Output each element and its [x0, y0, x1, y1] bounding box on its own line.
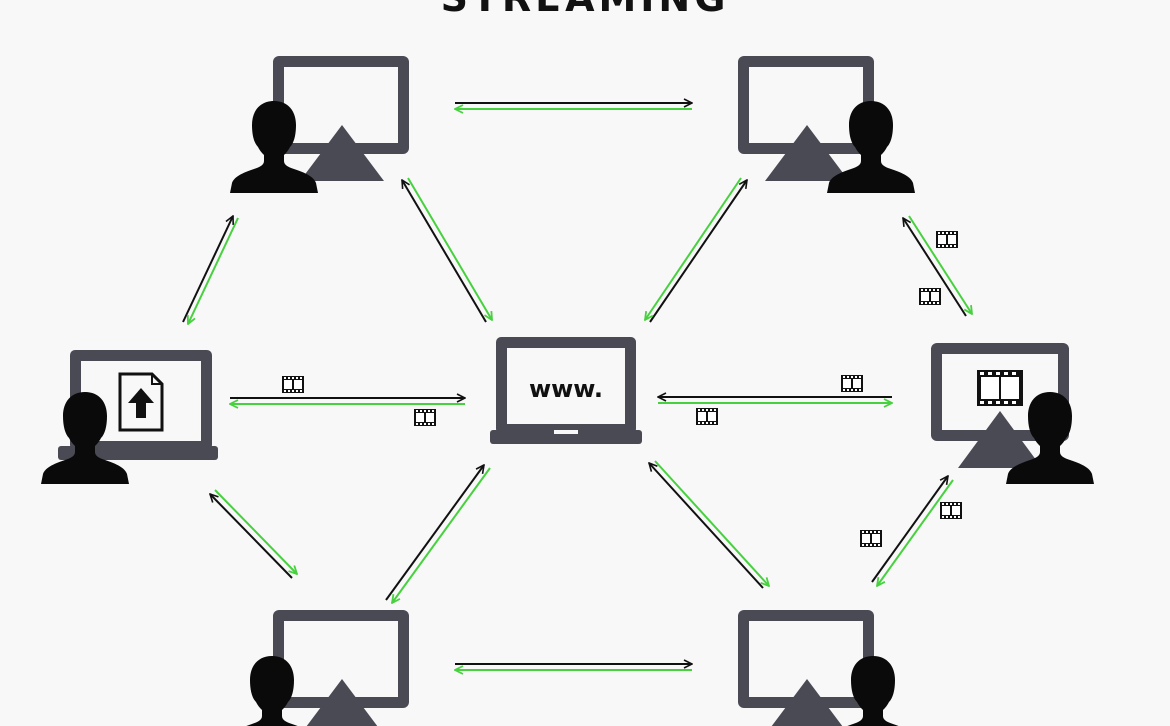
arrow-bottom-peers	[455, 664, 692, 670]
monitor-icon	[273, 610, 409, 708]
arrow-top-peers	[455, 103, 692, 109]
play-triangle-icon	[300, 125, 384, 181]
film-frame-icon	[860, 530, 882, 547]
play-triangle-icon	[958, 411, 1042, 468]
server-url-label: www.	[529, 375, 603, 403]
diagram-title: STREAMING	[0, 0, 1170, 18]
arrow-server-bottomleft	[385, 465, 491, 603]
film-frame-icon	[936, 231, 958, 248]
connections	[182, 103, 972, 670]
arrow-topright-server	[645, 177, 747, 323]
play-triangle-icon	[765, 125, 849, 181]
play-triangle-icon	[306, 679, 378, 726]
viewer-node	[931, 343, 1094, 484]
monitor-icon	[273, 56, 409, 154]
arrow-topleft-server	[402, 177, 492, 323]
arrow-server-bottomright	[649, 460, 769, 589]
film-strip-icon	[977, 370, 1023, 406]
film-frame-icon	[414, 409, 436, 426]
arrow-uploader-bottomleft	[210, 489, 297, 579]
arrow-topleft-uploader	[182, 216, 239, 324]
server-node: www.	[490, 337, 642, 444]
film-frame-icon	[940, 502, 962, 519]
peer-top-left	[230, 56, 409, 193]
peer-bottom-left	[228, 610, 409, 726]
peer-bottom-right	[738, 610, 917, 726]
film-frame-icon	[919, 288, 941, 305]
arrow-server-to-viewer	[658, 397, 892, 403]
film-frame-icon	[841, 375, 863, 392]
file-upload-icon	[118, 372, 164, 432]
arrow-uploader-to-server	[230, 398, 465, 404]
laptop-icon	[490, 337, 642, 444]
play-triangle-icon	[771, 679, 843, 726]
film-frame-icon	[282, 376, 304, 393]
arrow-viewer-bottomright	[871, 476, 954, 586]
peer-top-right	[738, 56, 915, 193]
monitor-icon	[738, 610, 874, 708]
uploader-node	[41, 350, 218, 484]
film-frame-icon	[696, 408, 718, 425]
arrow-topright-viewer	[903, 215, 972, 317]
